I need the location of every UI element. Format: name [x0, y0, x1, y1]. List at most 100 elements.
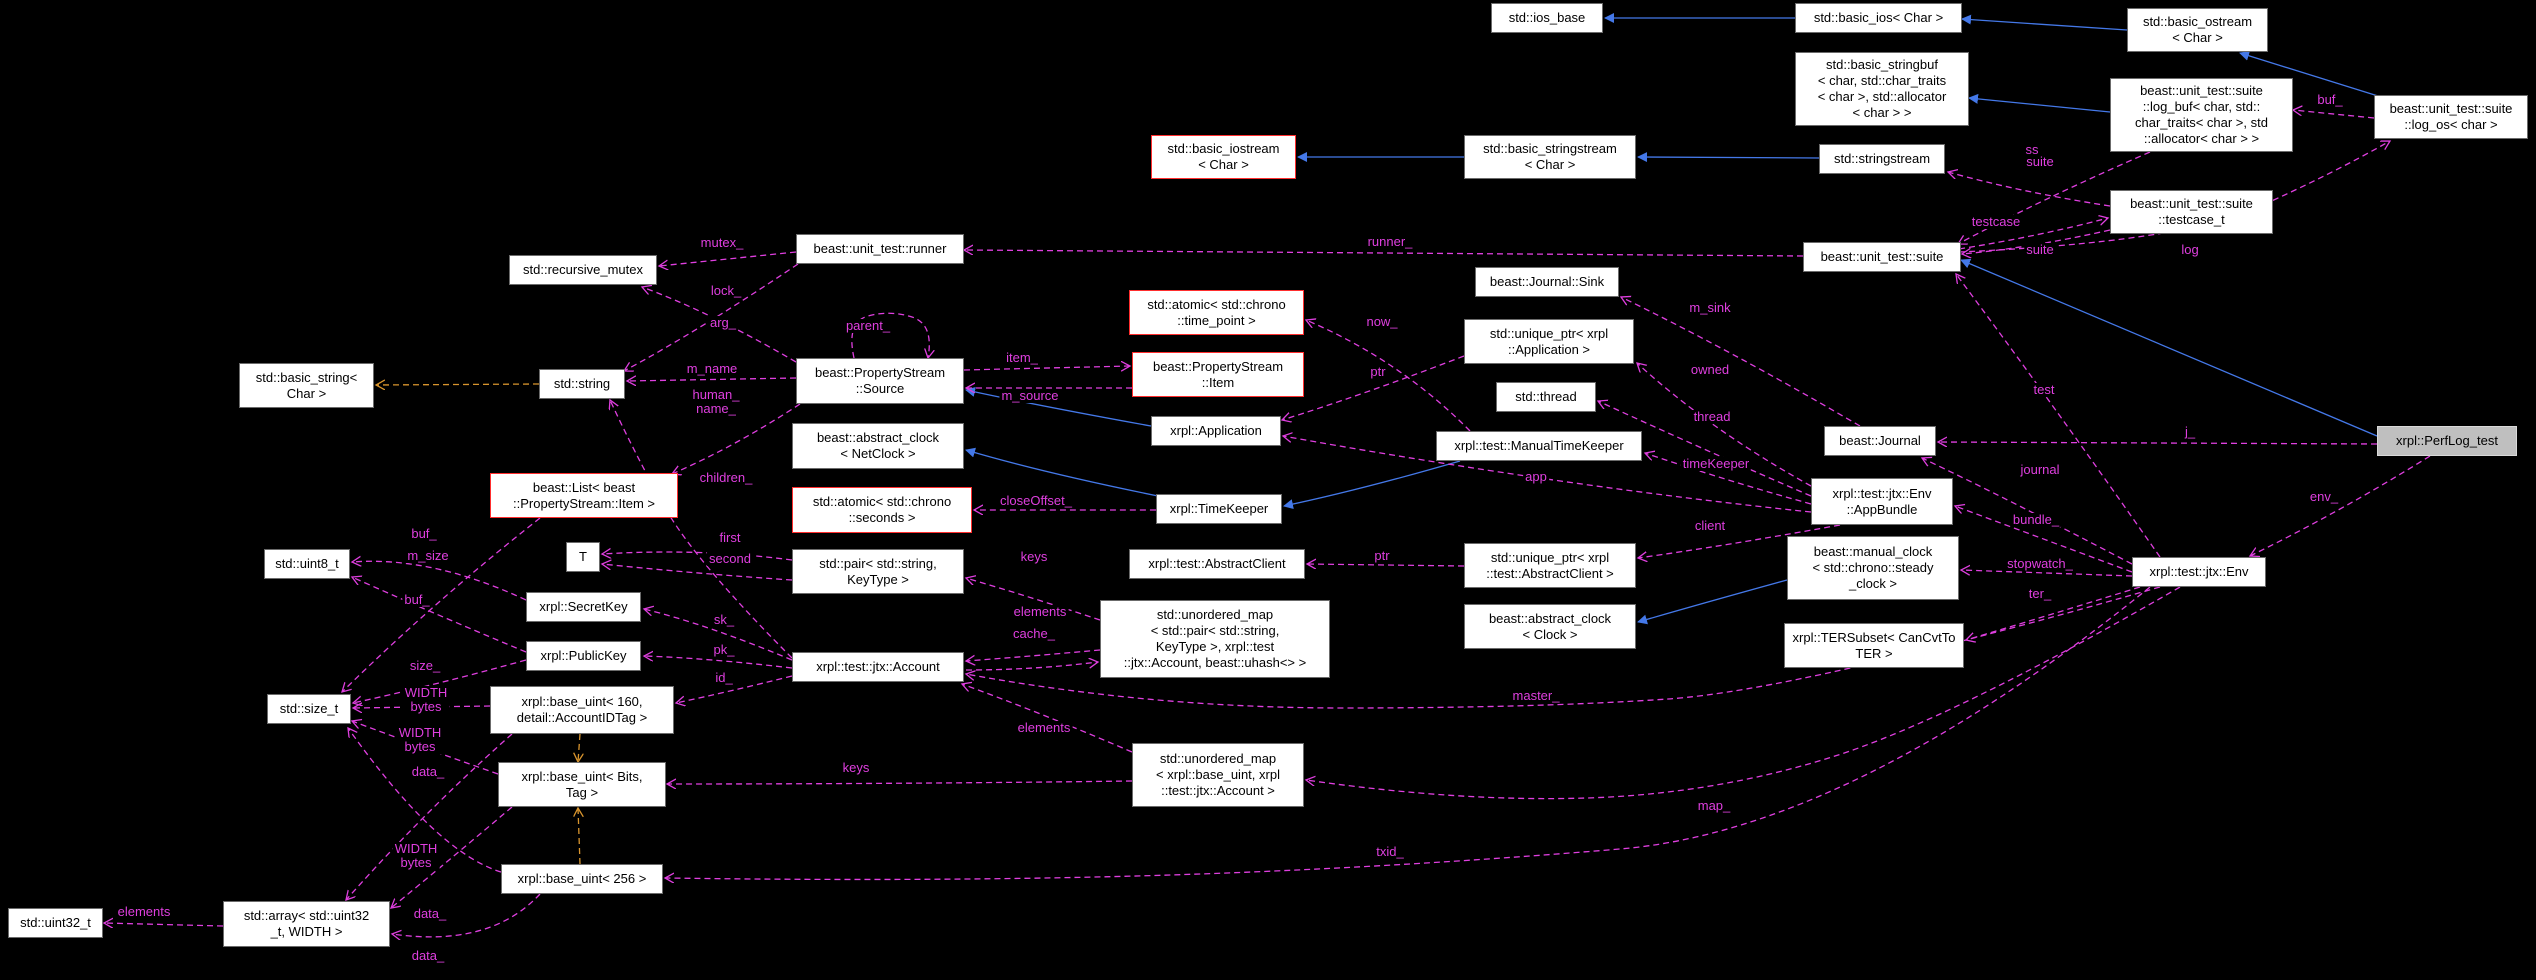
- class-label-line: xrpl::base_uint< 256 >: [517, 871, 647, 886]
- class-atomic-time-point[interactable]: std::atomic< std::chrono::time_point >: [1129, 290, 1304, 335]
- edge-children_: [672, 403, 801, 474]
- edge-cache_: [965, 662, 1098, 671]
- class-unique-ptr-abstract-client[interactable]: std::unique_ptr< xrpl::test::AbstractCli…: [1464, 543, 1636, 588]
- class-abstract-client[interactable]: xrpl::test::AbstractClient: [1129, 549, 1305, 579]
- edge-elements: [966, 649, 1101, 661]
- class-label-line: < xrpl::base_uint, xrpl: [1156, 767, 1280, 782]
- edge-inherit-6: [1960, 258, 2378, 437]
- class-publickey[interactable]: xrpl::PublicKey: [526, 641, 641, 671]
- class-journal-sink[interactable]: beast::Journal::Sink: [1475, 267, 1619, 297]
- edge-size_: [353, 659, 527, 703]
- edge-owned: [1637, 363, 1812, 487]
- class-unit-test-runner[interactable]: beast::unit_test::runner: [796, 234, 964, 264]
- class-label-line: Char >: [286, 385, 327, 401]
- class-basic-stringstream[interactable]: std::basic_stringstream< Char >: [1464, 135, 1636, 179]
- class-jtx-account[interactable]: xrpl::test::jtx::Account: [792, 652, 964, 682]
- edge-inherit-8: [965, 447, 1159, 497]
- class-suite-testcase-t[interactable]: beast::unit_test::suite::testcase_t: [2110, 190, 2273, 234]
- edge-now_: [1306, 320, 1471, 432]
- class-uint8-t[interactable]: std::uint8_t: [264, 549, 350, 579]
- class-label-line: beast::List< beast: [532, 479, 636, 495]
- class-unit-test-suite[interactable]: beast::unit_test::suite: [1803, 242, 1961, 272]
- class-size-t[interactable]: std::size_t: [267, 694, 351, 724]
- edge-inherit-1: [1961, 14, 2128, 31]
- class-basic-ostream[interactable]: std::basic_ostream< Char >: [2127, 8, 2268, 52]
- edge-ptr: [1282, 355, 1465, 420]
- edge-label-sk_: sk_: [711, 612, 737, 627]
- class-label-line: xrpl::PublicKey: [540, 648, 627, 663]
- class-thread[interactable]: std::thread: [1496, 382, 1596, 412]
- edge-thread: [1598, 401, 1812, 497]
- edge-buf_: [2293, 110, 2375, 119]
- class-array-uint32-width[interactable]: std::array< std::uint32_t, WIDTH >: [223, 901, 390, 947]
- class-unordered-map-baseuint-account[interactable]: std::unordered_map< xrpl::base_uint, xrp…: [1132, 743, 1304, 807]
- class-label-line: < std::chrono::steady: [1812, 560, 1934, 575]
- edge-keys: [667, 781, 1133, 784]
- class-template-t[interactable]: T: [566, 542, 600, 572]
- class-label-line: ::Source: [855, 381, 905, 396]
- class-journal[interactable]: beast::Journal: [1824, 426, 1936, 456]
- class-label-line: ::PropertyStream::Item >: [513, 495, 655, 511]
- class-suite-log-buf[interactable]: beast::unit_test::suite::log_buf< char, …: [2110, 78, 2293, 152]
- edge-app: [1283, 436, 1812, 513]
- class-manual-time-keeper[interactable]: xrpl::test::ManualTimeKeeper: [1436, 431, 1642, 461]
- class-timekeeper[interactable]: xrpl::TimeKeeper: [1156, 494, 1282, 524]
- class-basic-stringbuf[interactable]: std::basic_stringbuf< char, std::char_tr…: [1795, 52, 1969, 126]
- class-atomic-seconds[interactable]: std::atomic< std::chrono::seconds >: [792, 487, 972, 533]
- class-string[interactable]: std::string: [539, 369, 625, 399]
- class-label-line: std::pair< std::string,: [819, 555, 937, 571]
- edge-timeKeeper: [1645, 453, 1812, 505]
- edge-label-second: second: [707, 551, 753, 566]
- class-uint32-t[interactable]: std::uint32_t: [8, 908, 103, 938]
- class-base-uint-bits-tag[interactable]: xrpl::base_uint< Bits,Tag >: [498, 762, 666, 807]
- class-manual-clock[interactable]: beast::manual_clock< std::chrono::steady…: [1787, 536, 1959, 600]
- edge-mutex_: [659, 251, 797, 266]
- class-label-line: std::atomic< std::chrono: [1147, 296, 1286, 312]
- class-jtx-env[interactable]: xrpl::test::jtx::Env: [2132, 557, 2266, 587]
- class-label-line: std::basic_string<: [255, 369, 358, 385]
- edge-ptr: [1307, 564, 1465, 566]
- edge-label-test: test: [2031, 382, 2057, 397]
- class-unique-ptr-application[interactable]: std::unique_ptr< xrpl::Application >: [1464, 319, 1634, 364]
- edge-parent_: [851, 312, 929, 358]
- edge-elements: [104, 923, 224, 926]
- class-label-line: xrpl::base_uint< 160,: [521, 694, 643, 709]
- edge-label-parent_: parent_: [843, 318, 893, 333]
- class-recursive-mutex[interactable]: std::recursive_mutex: [509, 255, 657, 285]
- class-label-line: ::allocator< char > >: [2143, 131, 2260, 146]
- class-unordered-map-pair-account[interactable]: std::unordered_map< std::pair< std::stri…: [1100, 600, 1330, 678]
- class-basic-string[interactable]: std::basic_string<Char >: [239, 363, 374, 408]
- edge-label-timeKeeper: timeKeeper: [1680, 456, 1752, 471]
- class-pair-string-keytype[interactable]: std::pair< std::string,KeyType >: [792, 549, 964, 594]
- class-secretkey[interactable]: xrpl::SecretKey: [526, 592, 641, 622]
- class-basic-iostream[interactable]: std::basic_iostream< Char >: [1151, 135, 1296, 179]
- edge-label-bundle_: bundle_: [2010, 512, 2062, 527]
- edge-label-buf_: buf_: [402, 592, 432, 607]
- class-label-line: std::basic_ostream: [2142, 14, 2253, 29]
- class-label-line: KeyType >: [847, 571, 909, 587]
- class-perflog-test[interactable]: xrpl::PerfLog_test: [2377, 426, 2517, 456]
- edge-data_: [391, 806, 513, 908]
- class-suite-log-os[interactable]: beast::unit_test::suite::log_os< char >: [2374, 95, 2528, 139]
- class-application[interactable]: xrpl::Application: [1151, 416, 1281, 446]
- edge-inherit-2: [2239, 50, 2379, 97]
- class-abstract-clock-clock[interactable]: beast::abstract_clock< Clock >: [1464, 604, 1636, 649]
- class-label-line: xrpl::SecretKey: [539, 599, 628, 614]
- class-list-propertystream-item[interactable]: beast::List< beast::PropertyStream::Item…: [490, 473, 678, 518]
- class-base-uint-160-accountid[interactable]: xrpl::base_uint< 160,detail::AccountIDTa…: [490, 686, 674, 734]
- class-basic-ios[interactable]: std::basic_ios< Char >: [1795, 3, 1962, 33]
- class-env-appbundle[interactable]: xrpl::test::jtx::Env::AppBundle: [1811, 478, 1953, 525]
- class-base-uint-256[interactable]: xrpl::base_uint< 256 >: [501, 864, 663, 894]
- class-label-line: std::basic_iostream: [1167, 141, 1280, 156]
- class-label-line: ::jtx::Account, beast::uhash<> >: [1123, 655, 1307, 670]
- class-ios-base[interactable]: std::ios_base: [1491, 3, 1603, 33]
- class-label-line: xrpl::test::jtx::Env: [2149, 564, 2249, 579]
- class-label-line: ::AppBundle: [1846, 501, 1918, 517]
- edge-inherit-7: [965, 387, 1152, 427]
- class-abstract-clock-netclock[interactable]: beast::abstract_clock< NetClock >: [792, 423, 964, 469]
- class-propertystream-source[interactable]: beast::PropertyStream::Source: [796, 358, 964, 404]
- class-propertystream-item[interactable]: beast::PropertyStream::Item: [1132, 352, 1304, 397]
- class-stringstream[interactable]: std::stringstream: [1819, 144, 1945, 174]
- edge-tmpl-13: [578, 808, 580, 865]
